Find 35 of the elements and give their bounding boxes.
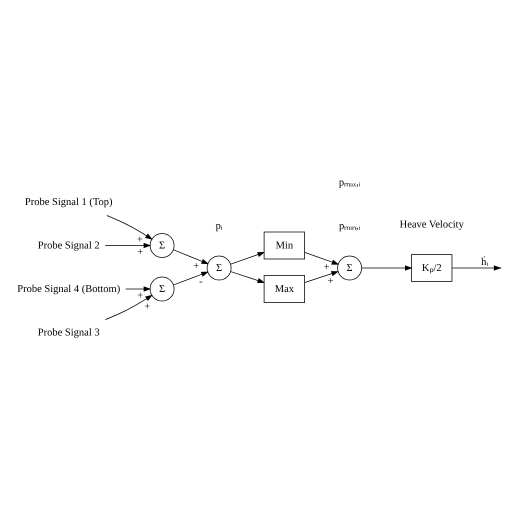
arrow	[230, 252, 266, 265]
label: pₘᵢₙ,ᵢ	[338, 220, 360, 232]
edge-label: +	[137, 247, 144, 258]
arrow	[304, 252, 340, 265]
arrow	[173, 272, 209, 286]
node-text: Probe Signal 1 (Top)	[24, 196, 113, 208]
node-text: Probe Signal 2	[38, 240, 100, 252]
edge-label: +	[137, 290, 144, 302]
edge-label: +	[144, 301, 150, 312]
node-circle: Σ	[150, 233, 174, 258]
label: Heave Velocity	[400, 219, 464, 230]
label: pᵢ	[216, 220, 223, 232]
node-text: Probe Signal 3	[38, 327, 100, 338]
node-circle: Σ	[206, 256, 232, 280]
label: pₘₐₓ,ᵢ	[338, 177, 360, 188]
node-box: Kₚ/2	[411, 254, 452, 282]
arrow	[173, 249, 209, 264]
edge-label: +	[136, 234, 143, 246]
node-box: Min	[264, 232, 305, 260]
edge-label: ḣᵢ	[481, 257, 488, 268]
arrow	[104, 294, 153, 320]
arrow	[304, 271, 339, 283]
arrow	[362, 265, 412, 271]
edge-label: +	[193, 261, 200, 272]
node-circle: Σ	[150, 276, 174, 302]
edge-label: -	[199, 276, 203, 288]
arrow	[104, 242, 152, 248]
edge-label: +	[328, 276, 334, 288]
node-text: Probe Signal 4 (Bottom)	[17, 284, 120, 295]
edge-label: +	[324, 262, 330, 274]
node-circle: Σ	[337, 256, 362, 280]
arrow	[125, 286, 152, 292]
arrow	[230, 271, 266, 284]
arrow	[106, 215, 153, 240]
node-box: Max	[264, 275, 305, 303]
